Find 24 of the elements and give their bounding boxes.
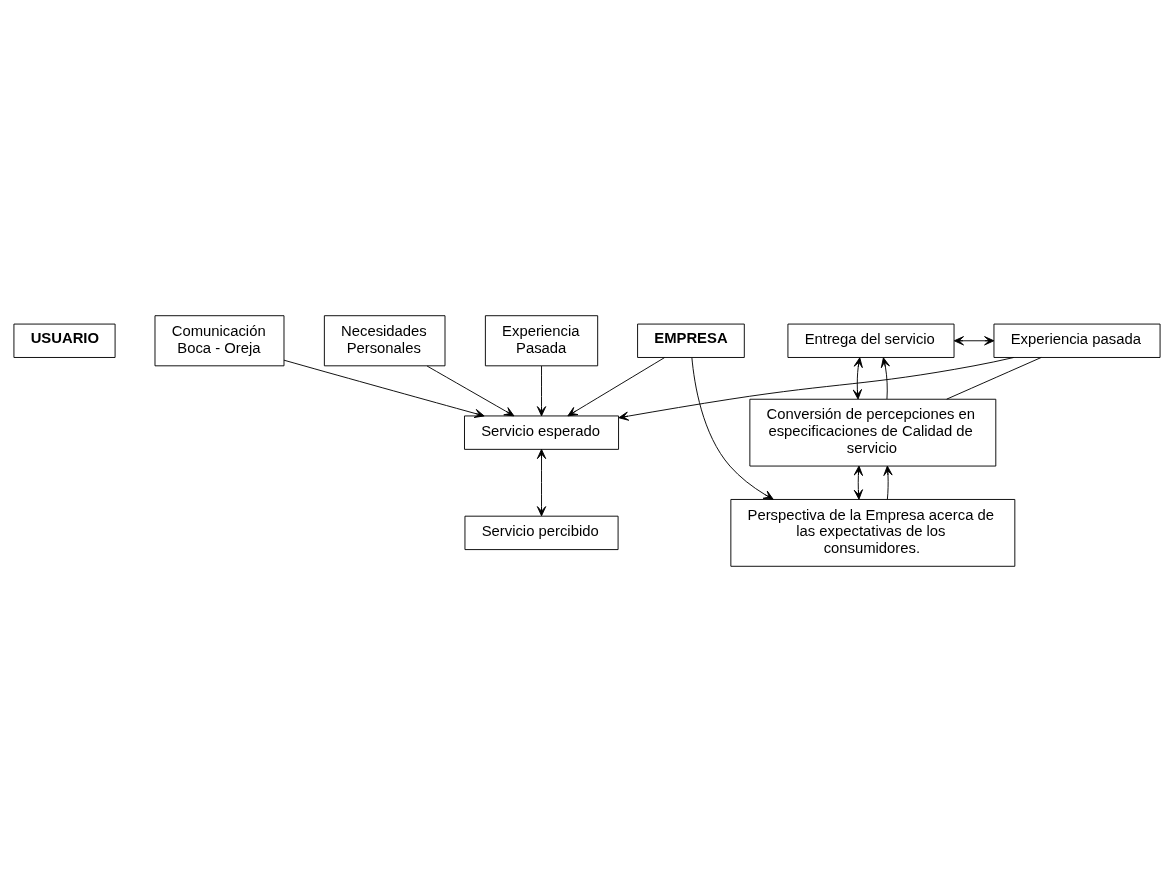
node-box: USUARIO xyxy=(13,323,116,358)
arrow xyxy=(618,356,1015,421)
arrow xyxy=(536,448,547,516)
arrow xyxy=(953,335,995,345)
node-box: Experiencia pasada xyxy=(993,323,1161,358)
arrow xyxy=(880,356,890,399)
node-box: Servicio percibido xyxy=(464,515,619,550)
node-box: Entrega del servicio xyxy=(787,323,955,358)
connector xyxy=(946,356,1042,400)
arrow xyxy=(852,356,863,399)
arrow xyxy=(883,465,893,500)
arrow xyxy=(426,365,515,416)
node-box: Servicio esperado xyxy=(464,414,619,450)
node-box: Perspectiva de la Empresa acerca de las expectativas de los consumidores. xyxy=(730,498,1016,567)
arrow xyxy=(283,359,485,418)
node-box: Comunicación Boca - Oreja xyxy=(154,314,285,366)
node-box: Necesidades Personales xyxy=(323,314,446,366)
arrow xyxy=(567,356,666,416)
arrow xyxy=(691,356,774,500)
node-box: Experiencia Pasada xyxy=(484,314,599,366)
node-box: Conversión de percepciones en especificaciones de Calidad de servicio xyxy=(749,398,997,467)
arrow xyxy=(536,365,547,416)
node-box: EMPRESA xyxy=(637,323,745,358)
arrow xyxy=(853,465,863,500)
